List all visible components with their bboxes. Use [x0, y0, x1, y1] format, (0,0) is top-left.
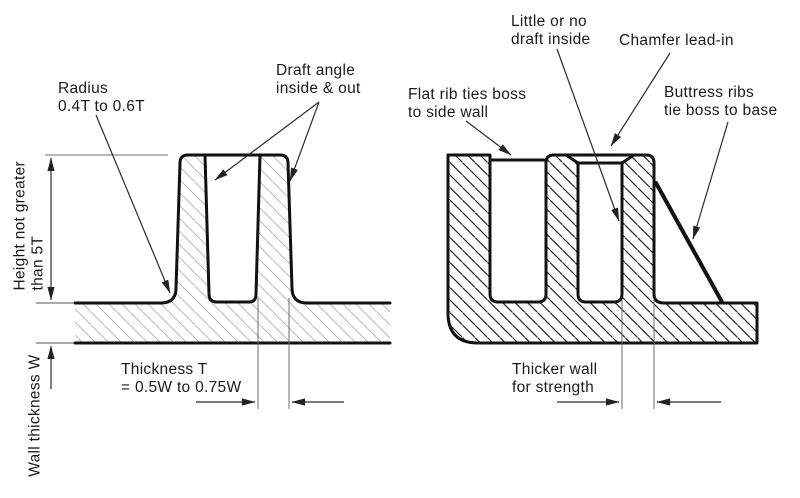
radius-label-line2: 0.4T to 0.6T: [58, 97, 145, 115]
left-boss-outline: [73, 153, 392, 305]
chamfer-and-hole-outline: [564, 153, 636, 304]
thickness-label-line2: = 0.5W to 0.75W: [121, 378, 242, 396]
little-draft-leader-arrow: [556, 48, 620, 222]
chamfer-label: Chamfer lead-in: [619, 32, 734, 50]
buttress-rib-line: [654, 181, 724, 304]
wall-thickness-label: Wall thickness W: [26, 351, 44, 477]
draft-angle-label-line1: Draft angle: [276, 62, 356, 79]
flat-rib-label-line1: Flat rib ties boss: [408, 86, 527, 103]
thicker-wall-label-line1: Thicker wall: [512, 361, 598, 378]
draft-angle-label-line2: inside & out: [276, 79, 361, 97]
radius-leader-arrow: [95, 114, 171, 294]
thicker-wall-label-line2: for strength: [512, 378, 595, 396]
flat-rib-leader-arrow: [465, 120, 512, 156]
buttress-label-line2: tie boss to base: [664, 101, 778, 119]
draft-leader-arrow-outer: [289, 101, 320, 182]
right-section-hatch: [448, 155, 757, 343]
buttress-label: Buttress ribs tie boss to base: [664, 84, 777, 119]
height-label: Height not greater than 5T: [11, 161, 47, 291]
chamfer-label-text: Chamfer lead-in: [619, 32, 734, 49]
left-boss-hole-outline: [203, 153, 262, 304]
little-draft-label-line1: Little or no: [511, 13, 587, 30]
draft-angle-label: Draft angle inside & out: [276, 62, 361, 97]
radius-label-line1: Radius: [58, 80, 109, 97]
height-label-line1: Height not greater: [11, 161, 29, 291]
little-draft-label: Little or no draft inside: [511, 13, 590, 48]
right-part-outline: [446, 153, 759, 345]
thickness-label: Thickness T = 0.5W to 0.75W: [121, 361, 241, 396]
wall-thickness-label-text: Wall thickness W: [26, 354, 44, 477]
chamfer-leader-arrow: [610, 52, 671, 147]
right-boss-section: [446, 48, 759, 409]
left-boss-section: [36, 101, 392, 409]
thickness-label-line1: Thickness T: [121, 361, 208, 378]
flat-rib-label-line2: to side wall: [408, 103, 489, 121]
little-draft-label-line2: draft inside: [511, 30, 591, 48]
buttress-label-line1: Buttress ribs: [664, 84, 755, 101]
flat-rib-label: Flat rib ties boss to side wall: [408, 86, 526, 121]
left-section-hatch: [75, 155, 390, 343]
draft-leader-arrow-inner: [214, 101, 320, 181]
radius-label: Radius 0.4T to 0.6T: [58, 80, 145, 115]
thicker-wall-label: Thicker wall for strength: [512, 361, 597, 396]
height-label-line2: than 5T: [29, 235, 46, 291]
buttress-leader-arrow: [692, 121, 729, 240]
